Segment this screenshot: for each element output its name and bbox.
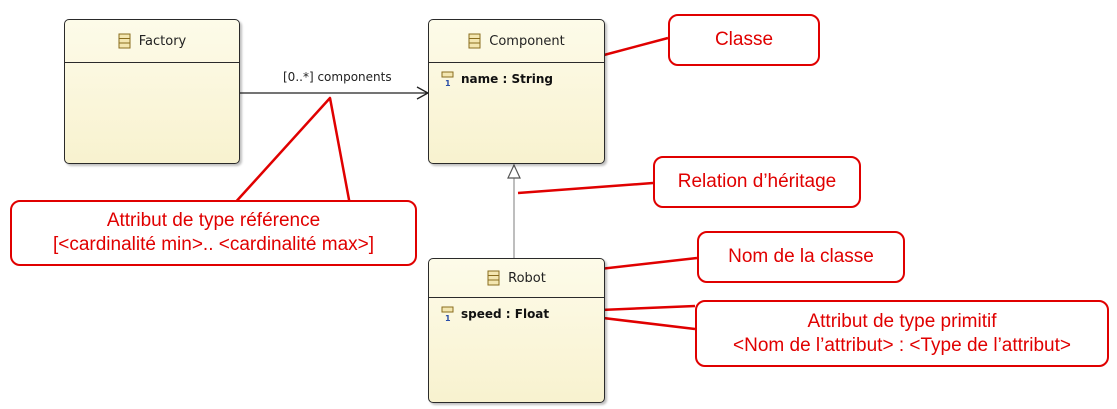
callout-heritage-text: Relation d’héritage: [677, 171, 837, 193]
callout-attr-primitif: Attribut de type primitif <Nom de l’attr…: [695, 300, 1109, 367]
inheritance-arrowhead: [507, 163, 521, 179]
class-icon: [468, 33, 481, 49]
class-component-name: Component: [489, 33, 565, 49]
pointer-heritage: [517, 181, 654, 195]
attribute-icon: 1: [441, 306, 455, 322]
reference-label: [0..*] components: [283, 70, 392, 84]
callout-attr-primitif-line1: Attribut de type primitif: [807, 310, 997, 332]
callout-classe: Classe: [668, 14, 820, 66]
class-robot-header: Robot: [429, 259, 604, 298]
callout-attr-reference-line2: [<cardinalité min>.. <cardinalité max>]: [52, 234, 375, 255]
pointer-attr-reference: [232, 96, 352, 206]
callout-attr-reference: Attribut de type référence [<cardinalité…: [10, 200, 417, 266]
callout-heritage: Relation d’héritage: [653, 156, 861, 208]
attribute-name-type: speed : Float: [461, 307, 550, 321]
attribute-row[interactable]: 1 name : String: [429, 63, 604, 87]
attribute-row[interactable]: 1 speed : Float: [429, 298, 604, 322]
attribute-name-type: name : String: [461, 72, 553, 86]
class-factory-name: Factory: [138, 33, 187, 49]
class-icon: [487, 270, 500, 286]
callout-nom-classe: Nom de la classe: [697, 231, 905, 283]
pointer-classe: [603, 36, 669, 57]
class-component-header: Component: [429, 20, 604, 63]
callout-nom-classe-text: Nom de la classe: [728, 246, 874, 268]
callout-attr-primitif-line2: <Nom de l’attribut> : <Type de l’attribu…: [733, 334, 1071, 356]
class-icon: [118, 33, 131, 49]
callout-attr-reference-line1: Attribut de type référence: [106, 210, 321, 232]
class-robot[interactable]: Robot 1 speed : Float: [428, 258, 605, 403]
class-component[interactable]: Component 1 name : String: [428, 19, 605, 164]
class-factory-header: Factory: [65, 20, 239, 63]
attribute-multiplicity: 1: [445, 314, 451, 322]
class-robot-name: Robot: [508, 270, 546, 286]
attribute-multiplicity: 1: [445, 79, 451, 87]
attribute-icon: 1: [441, 71, 455, 87]
callout-classe-text: Classe: [714, 29, 774, 51]
class-factory[interactable]: Factory: [64, 19, 240, 164]
